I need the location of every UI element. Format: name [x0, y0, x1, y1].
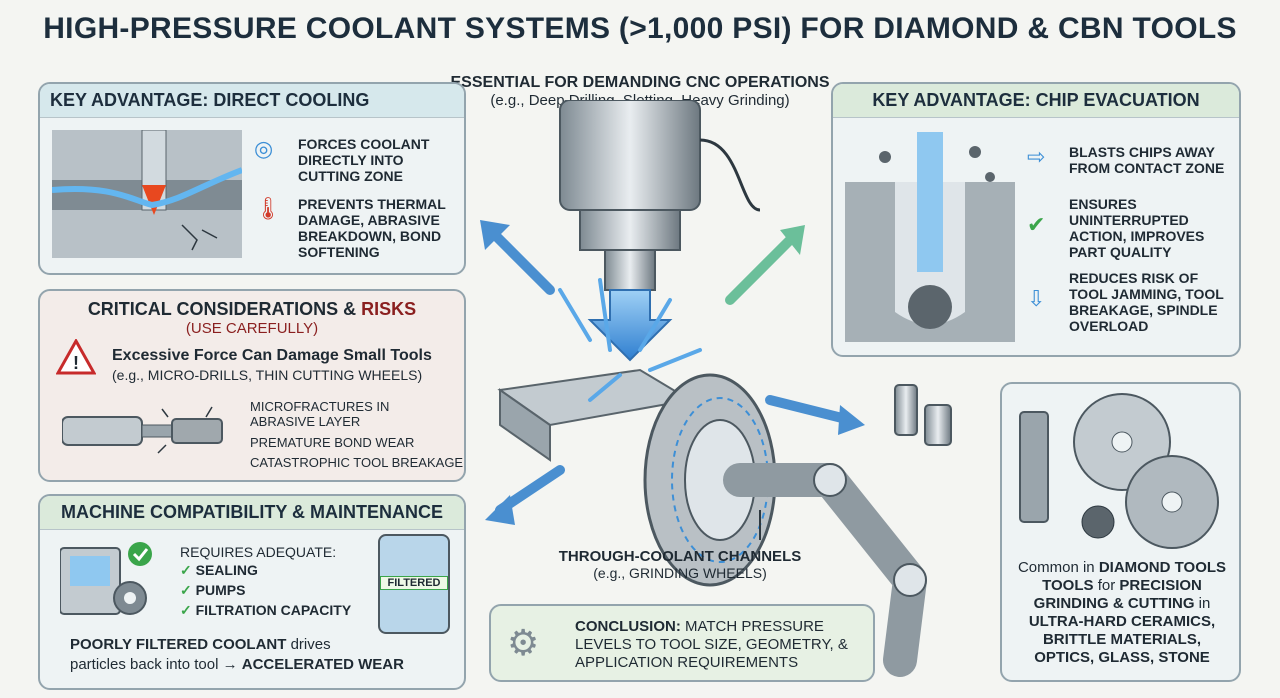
- risk-label1: MICROFRACTURES IN ABRASIVE LAYER: [250, 399, 390, 429]
- coolant-jet: [52, 167, 242, 209]
- arrow-head-chip-evacuation: [780, 225, 805, 255]
- arrow-head-common-tools: [838, 405, 865, 435]
- chip-coolant-stream: [917, 132, 943, 272]
- mounted-point: [1081, 505, 1115, 539]
- chip-slot-illustration: [845, 132, 1015, 342]
- machine-gear-icon: [60, 542, 152, 615]
- chip-cluster: [908, 285, 952, 329]
- cutting-zone-illustration: [52, 130, 242, 258]
- risks-panel: CRITICAL CONSIDERATIONS & RISKS (USE CAR…: [38, 289, 466, 482]
- flying-chip-3: [985, 172, 995, 182]
- machine-item-1: ✓ PUMPS: [180, 582, 246, 598]
- conclusion-text: CONCLUSION: MATCH PRESSURE LEVELS TO TOO…: [575, 618, 848, 671]
- chip-item2: ENSURES UNINTERRUPTED ACTION, IMPROVES P…: [1069, 196, 1205, 260]
- through-coolant-line2: (e.g., GRINDING WHEELS): [593, 565, 767, 581]
- machine-item-0: ✓ SEALING: [180, 562, 258, 578]
- small-tool-1: [894, 384, 918, 436]
- machine-note-line2: particles back into tool → ACCELERATED W…: [70, 656, 404, 673]
- coolant-splash: [558, 278, 702, 402]
- chip-item3: REDUCES RISK OF TOOL JAMMING, TOOL BREAK…: [1069, 270, 1224, 334]
- arrow-to-common-tools: [765, 395, 855, 425]
- arm-joint-2: [893, 563, 927, 597]
- tool-cracks: [157, 406, 213, 454]
- shield-check-icon: ✔: [1027, 212, 1046, 237]
- direct-cooling-item2: PREVENTS THERMAL DAMAGE, ABRASIVE BREAKD…: [298, 196, 446, 260]
- machine-head: MACHINE COMPATIBILITY & MAINTENANCE: [40, 496, 464, 530]
- common-line4: ULTRA-HARD CERAMICS,: [1028, 613, 1216, 630]
- arrow-head-machine: [485, 495, 515, 525]
- page-title: HIGH-PRESSURE COOLANT SYSTEMS (>1,000 PS…: [43, 12, 1237, 45]
- through-coolant-caption: THROUGH-COOLANT CHANNELS (e.g., GRINDING…: [530, 548, 830, 581]
- common-text: Common in DIAMOND TOOLS TOOLS for PRECIS…: [1008, 559, 1236, 667]
- risks-head-b: RISKS: [361, 299, 417, 319]
- drill-icon: ◎: [254, 136, 274, 161]
- direct-cooling-item1: FORCES COOLANT DIRECTLY INTO CUTTING ZON…: [298, 136, 430, 184]
- warn-title: Excessive Force Can Damage Small Tools: [112, 347, 432, 364]
- chip-item1: BLASTS CHIPS AWAY FROM CONTACT ZONE: [1069, 144, 1225, 176]
- down-arrow-icon: ⇩: [1027, 286, 1046, 311]
- cracks: [181, 224, 218, 251]
- warning-icon: !: [56, 339, 96, 375]
- direct-cooling-panel: KEY ADVANTAGE: DIRECT COOLING ◎ FORCES C…: [38, 82, 466, 275]
- arrow-icon: ⇨: [1027, 144, 1046, 169]
- common-line6: OPTICS, GLASS, STONE: [1034, 649, 1210, 666]
- warning-mark: !: [73, 353, 79, 373]
- filtered-label: FILTERED: [380, 576, 448, 590]
- risk-label2: PREMATURE BOND WEAR: [250, 435, 415, 450]
- flying-chip-2: [969, 146, 981, 158]
- tool-abrasive-tip: [171, 418, 223, 444]
- arm-joint: [813, 463, 847, 497]
- gear-hub: [124, 592, 136, 604]
- small-tool-2: [924, 404, 952, 446]
- machine-requires: REQUIRES ADEQUATE:: [180, 544, 337, 560]
- damaged-tool-illustration: [62, 406, 223, 454]
- machine-note-line1: POORLY FILTERED COOLANT drives: [70, 636, 331, 653]
- gear-star-icon: ⚙: [507, 622, 540, 663]
- flying-chip-1: [879, 151, 891, 163]
- arrow-to-chip-evacuation: [725, 235, 795, 305]
- workpiece-side: [499, 388, 551, 462]
- direct-cooling-head: KEY ADVANTAGE: DIRECT COOLING: [40, 84, 464, 118]
- spindle-head: [559, 100, 701, 211]
- machine-item-2: ✓ FILTRATION CAPACITY: [180, 602, 352, 618]
- thermometer-icon: 🌡: [254, 196, 282, 221]
- machine-panel: MACHINE COMPATIBILITY & MAINTENANCE REQU…: [38, 494, 466, 690]
- risks-head: CRITICAL CONSIDERATIONS & RISKS: [40, 291, 464, 320]
- spindle-nose: [604, 249, 656, 291]
- core-drill: [1019, 411, 1049, 523]
- warn-sub: (e.g., MICRO-DRILLS, THIN CUTTING WHEELS…: [112, 367, 423, 383]
- heat-glow: [142, 185, 166, 215]
- diamond-tools-illustration: [1019, 393, 1219, 549]
- common-line5: BRITTLE MATERIALS,: [1042, 631, 1202, 648]
- spindle-collar: [579, 209, 681, 251]
- tool-neck: [141, 424, 173, 438]
- chip-evacuation-panel: KEY ADVANTAGE: CHIP EVACUATION ⇨ BLASTS …: [831, 82, 1241, 357]
- segmented-blade-hub: [1161, 491, 1183, 513]
- conclusion-panel: ⚙ CONCLUSION: MATCH PRESSURE LEVELS TO T…: [489, 604, 875, 682]
- common-line2: TOOLS for PRECISION: [1042, 577, 1202, 594]
- risks-sub: (USE CAREFULLY): [185, 320, 319, 337]
- robot-arm: [723, 463, 927, 677]
- machine-illustration: [480, 100, 952, 677]
- check-mark: [132, 548, 149, 562]
- common-panel: Common in DIAMOND TOOLS TOOLS for PRECIS…: [1000, 382, 1241, 682]
- cnc-window: [70, 556, 110, 586]
- arrow-to-direct-cooling: [485, 225, 555, 295]
- cutoff-wheel-hub: [1111, 431, 1133, 453]
- through-coolant-line1: THROUGH-COOLANT CHANNELS: [558, 548, 802, 565]
- arrow-head-direct-cooling: [480, 220, 510, 250]
- common-line3: GRINDING & CUTTING in: [1033, 595, 1211, 612]
- check-badge: [128, 542, 152, 566]
- chip-evacuation-head: KEY ADVANTAGE: CHIP EVACUATION: [833, 84, 1239, 118]
- common-line1: Common in DIAMOND TOOLS: [1017, 559, 1227, 576]
- risks-head-a: CRITICAL CONSIDERATIONS &: [87, 299, 357, 319]
- tool-shank: [62, 416, 143, 446]
- coolant-hose: [699, 138, 761, 212]
- warning-triangle: [56, 339, 96, 375]
- intro-line1: ESSENTIAL FOR DEMANDING CNC OPERATIONS: [450, 74, 830, 91]
- risk-label3: CATASTROPHIC TOOL BREAKAGE: [250, 455, 464, 470]
- filter-icon: FILTERED: [378, 534, 450, 634]
